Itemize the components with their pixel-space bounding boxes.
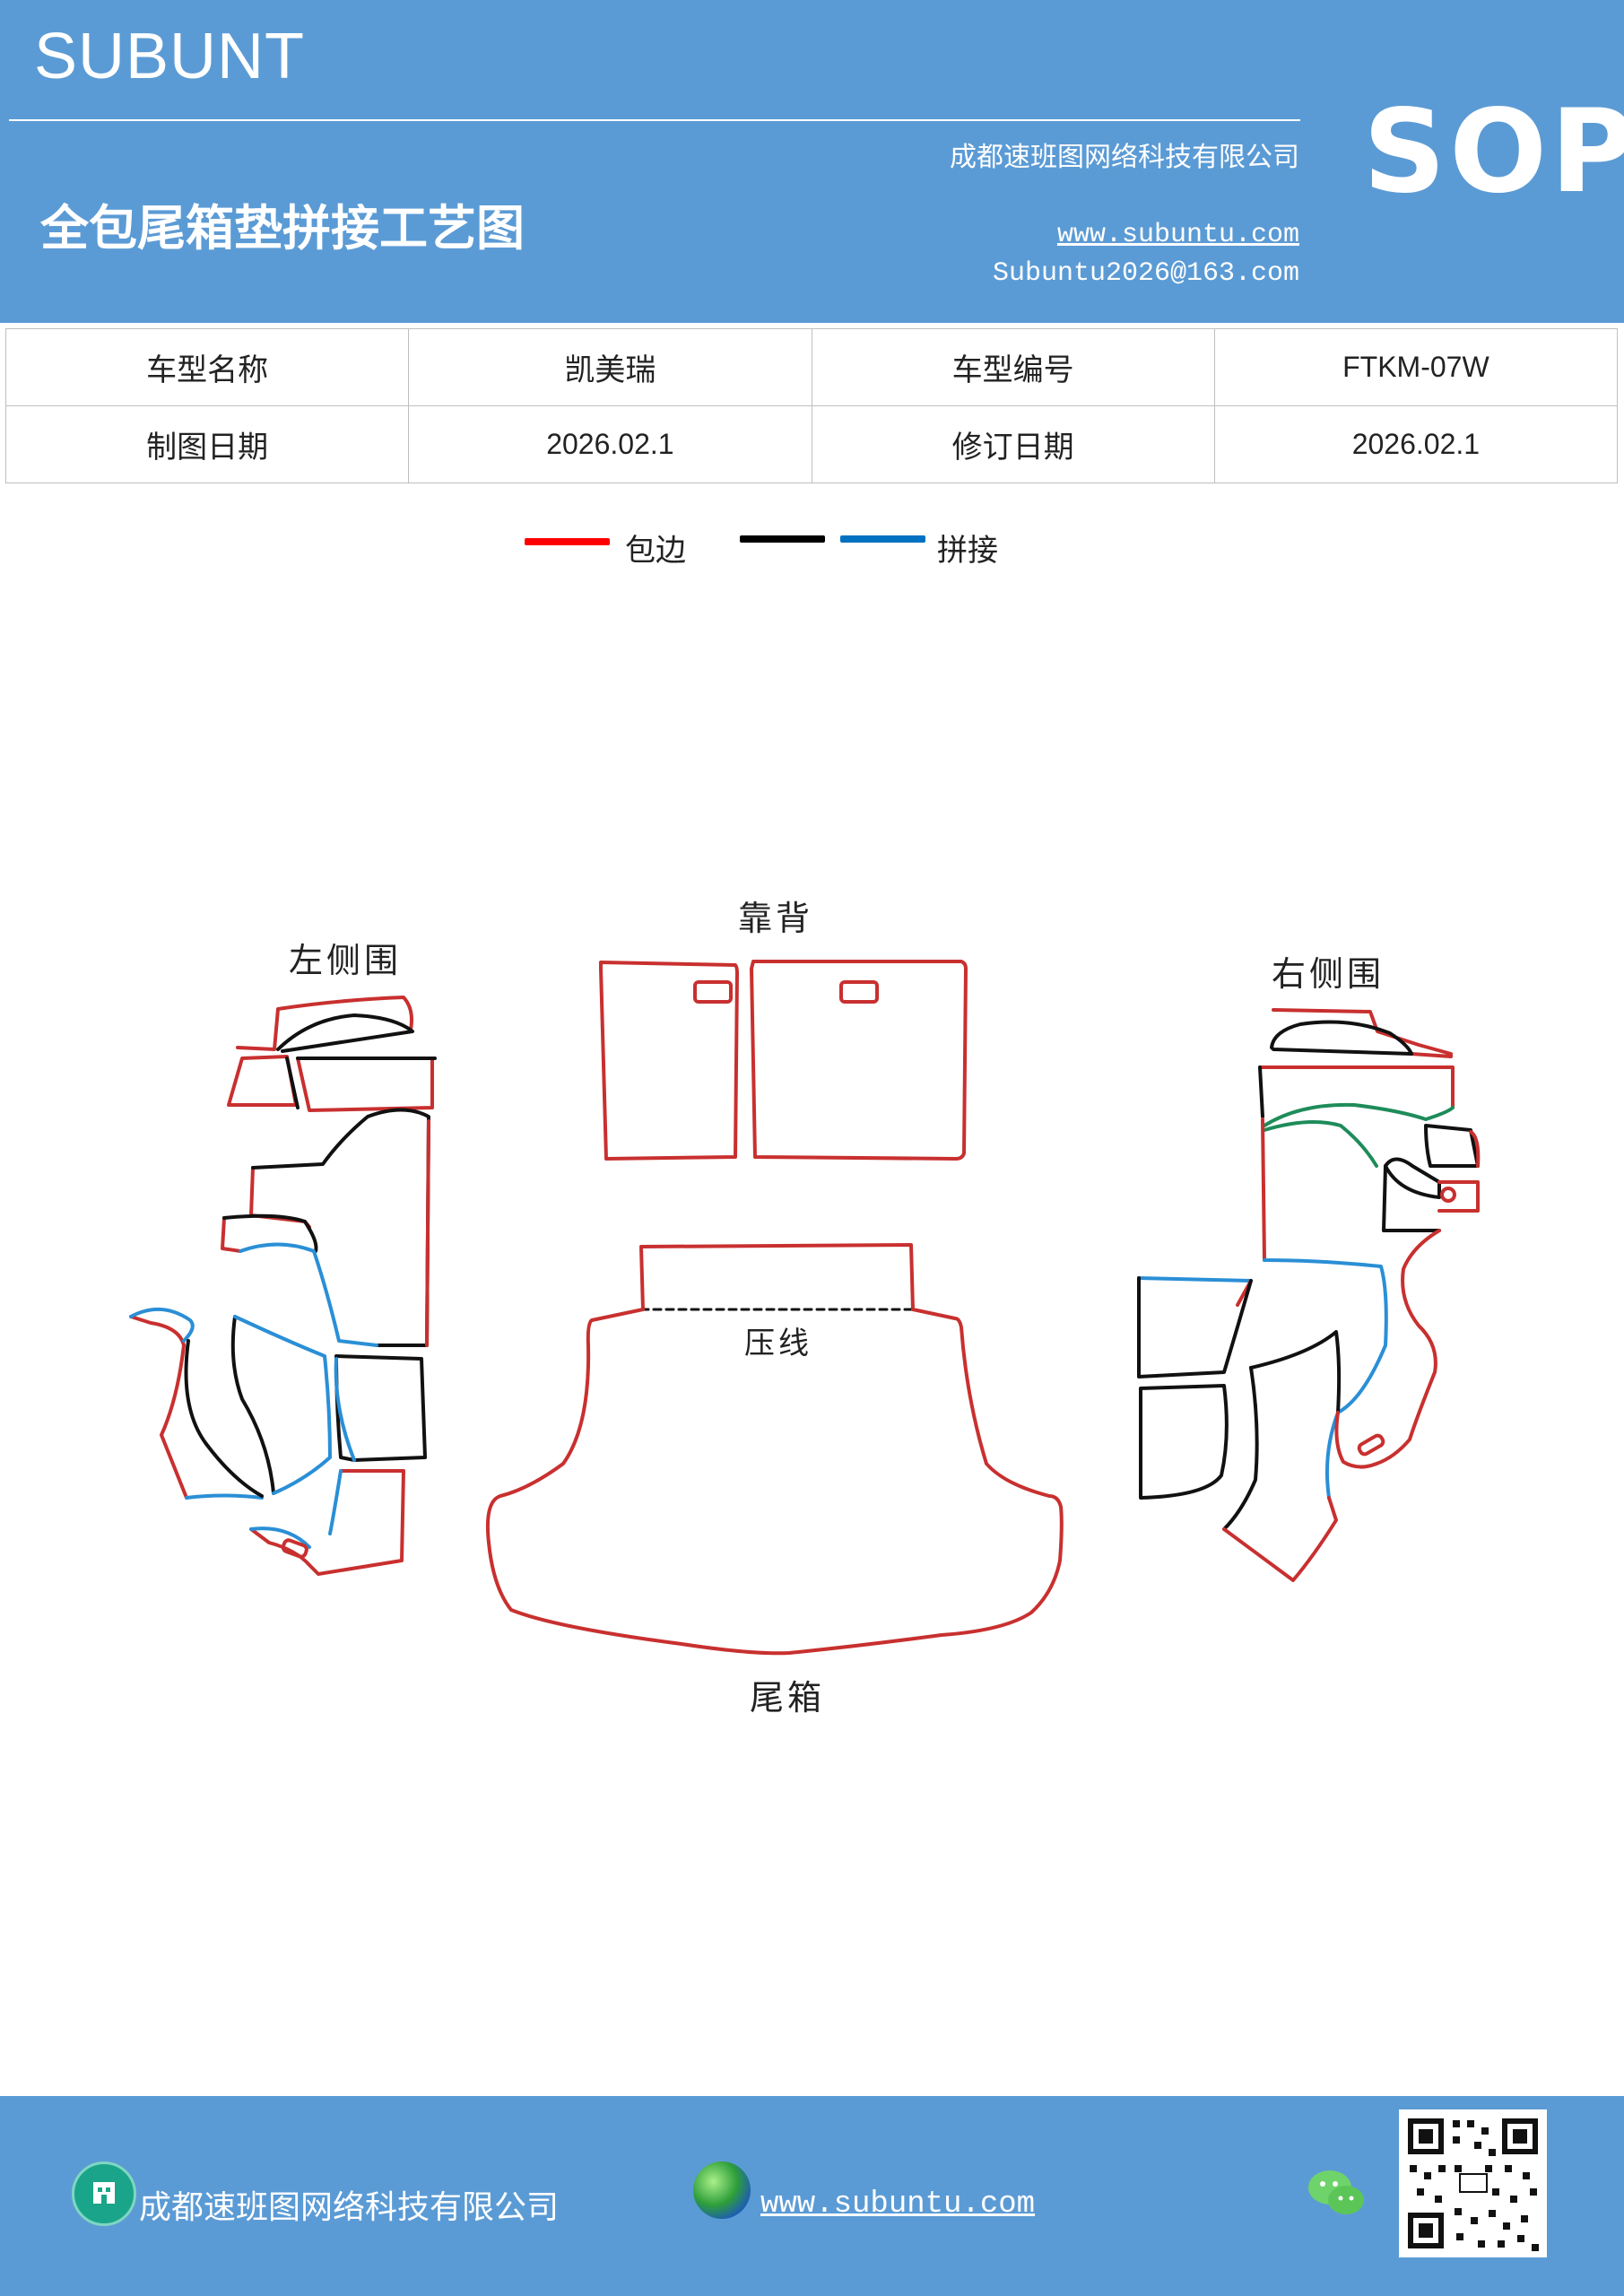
table-cell: 修订日期	[811, 405, 1215, 483]
trunk-top-flap	[639, 1243, 915, 1311]
header-divider	[9, 119, 1300, 121]
website-link[interactable]: www.subuntu.com	[1056, 220, 1299, 250]
trunk-pieces	[485, 1243, 1064, 1656]
table-cell: 制图日期	[4, 405, 410, 483]
legend-label: 拼接	[937, 533, 998, 569]
table-row: 车型名称 凯美瑞 车型编号 FTKM-07W	[4, 328, 1619, 406]
footer-website-link[interactable]: www.subuntu.com	[760, 2187, 1036, 2222]
email-address: Subuntu2026@163.com	[992, 258, 1299, 289]
legend-swatch-blue	[840, 535, 925, 543]
right-side-label: 右侧围	[1272, 954, 1385, 994]
wechat-icon	[1308, 2170, 1364, 2214]
table-cell: 车型编号	[811, 328, 1215, 406]
document-title: 全包尾箱垫拼接工艺图	[40, 200, 525, 257]
header-banner: SUBUNT 成都速班图网络科技有限公司 全包尾箱垫拼接工艺图 www.subu…	[0, 0, 1624, 323]
legend-swatch-black	[740, 535, 825, 543]
backrest-right-slot	[839, 980, 879, 1004]
globe-icon	[693, 2161, 751, 2219]
legend-swatch-red	[525, 538, 610, 545]
company-name: 成都速班图网络科技有限公司	[950, 142, 1299, 173]
backrest-label: 靠背	[738, 899, 814, 938]
trunk-floor	[485, 1308, 1064, 1656]
info-table: 车型名称 凯美瑞 车型编号 FTKM-07W 制图日期 2026.02.1 修订…	[4, 328, 1619, 483]
footer-company: 成都速班图网络科技有限公司	[139, 2189, 560, 2226]
table-cell: 凯美瑞	[408, 328, 812, 406]
left-side-pieces	[129, 996, 437, 1576]
backrest-left-panel	[599, 961, 739, 1161]
qr-code[interactable]	[1399, 2109, 1547, 2257]
backrest-right-panel	[750, 960, 968, 1161]
trunk-label: 尾箱	[750, 1678, 826, 1718]
sop-mark: SOP	[1363, 85, 1624, 219]
footer-banner: 成都速班图网络科技有限公司 www.subuntu.com	[0, 2096, 1624, 2296]
left-side-label: 左侧围	[289, 941, 403, 980]
table-cell: FTKM-07W	[1213, 328, 1619, 406]
table-cell: 车型名称	[4, 328, 410, 406]
right-side-pieces	[1137, 1008, 1481, 1582]
table-cell: 2026.02.1	[408, 405, 812, 483]
brand-name: SUBUNT	[34, 21, 306, 92]
building-icon	[72, 2161, 136, 2226]
table-row: 制图日期 2026.02.1 修订日期 2026.02.1	[4, 405, 1619, 483]
backrest-pieces	[599, 960, 968, 1161]
table-cell: 2026.02.1	[1213, 405, 1619, 483]
press-line-label: 压线	[744, 1326, 812, 1361]
backrest-left-slot	[693, 980, 733, 1004]
legend-label: 包边	[625, 533, 686, 569]
